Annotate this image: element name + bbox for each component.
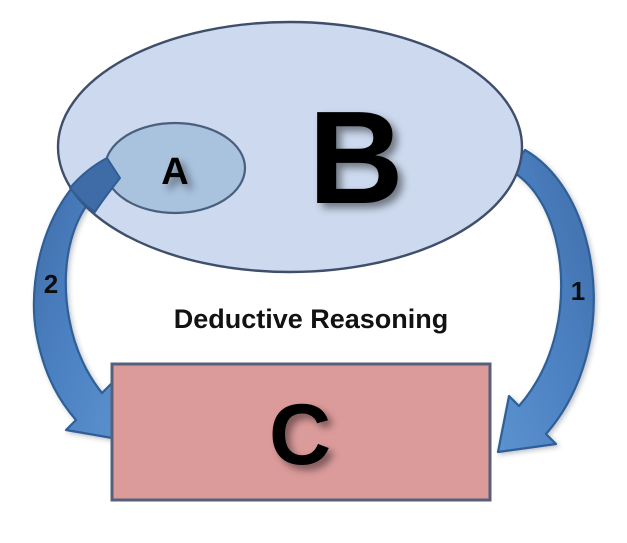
rectangle-c-shape[interactable] <box>110 362 492 502</box>
arrow-1-number-label: 1 <box>571 276 585 306</box>
ellipse-a-label: A <box>161 151 188 193</box>
arrow-1-group[interactable] <box>496 148 595 454</box>
caption-deductive-reasoning: Deductive Reasoning <box>174 304 449 334</box>
rectangle-c-group[interactable] <box>110 362 492 502</box>
rectangle-c-label: C <box>269 387 331 483</box>
arrow-2-number-label: 2 <box>44 269 58 299</box>
ellipse-b-label: B <box>308 84 403 231</box>
arrow-1-curved-arrow[interactable] <box>496 148 595 454</box>
arrow-2-tail-overlay <box>69 157 121 213</box>
